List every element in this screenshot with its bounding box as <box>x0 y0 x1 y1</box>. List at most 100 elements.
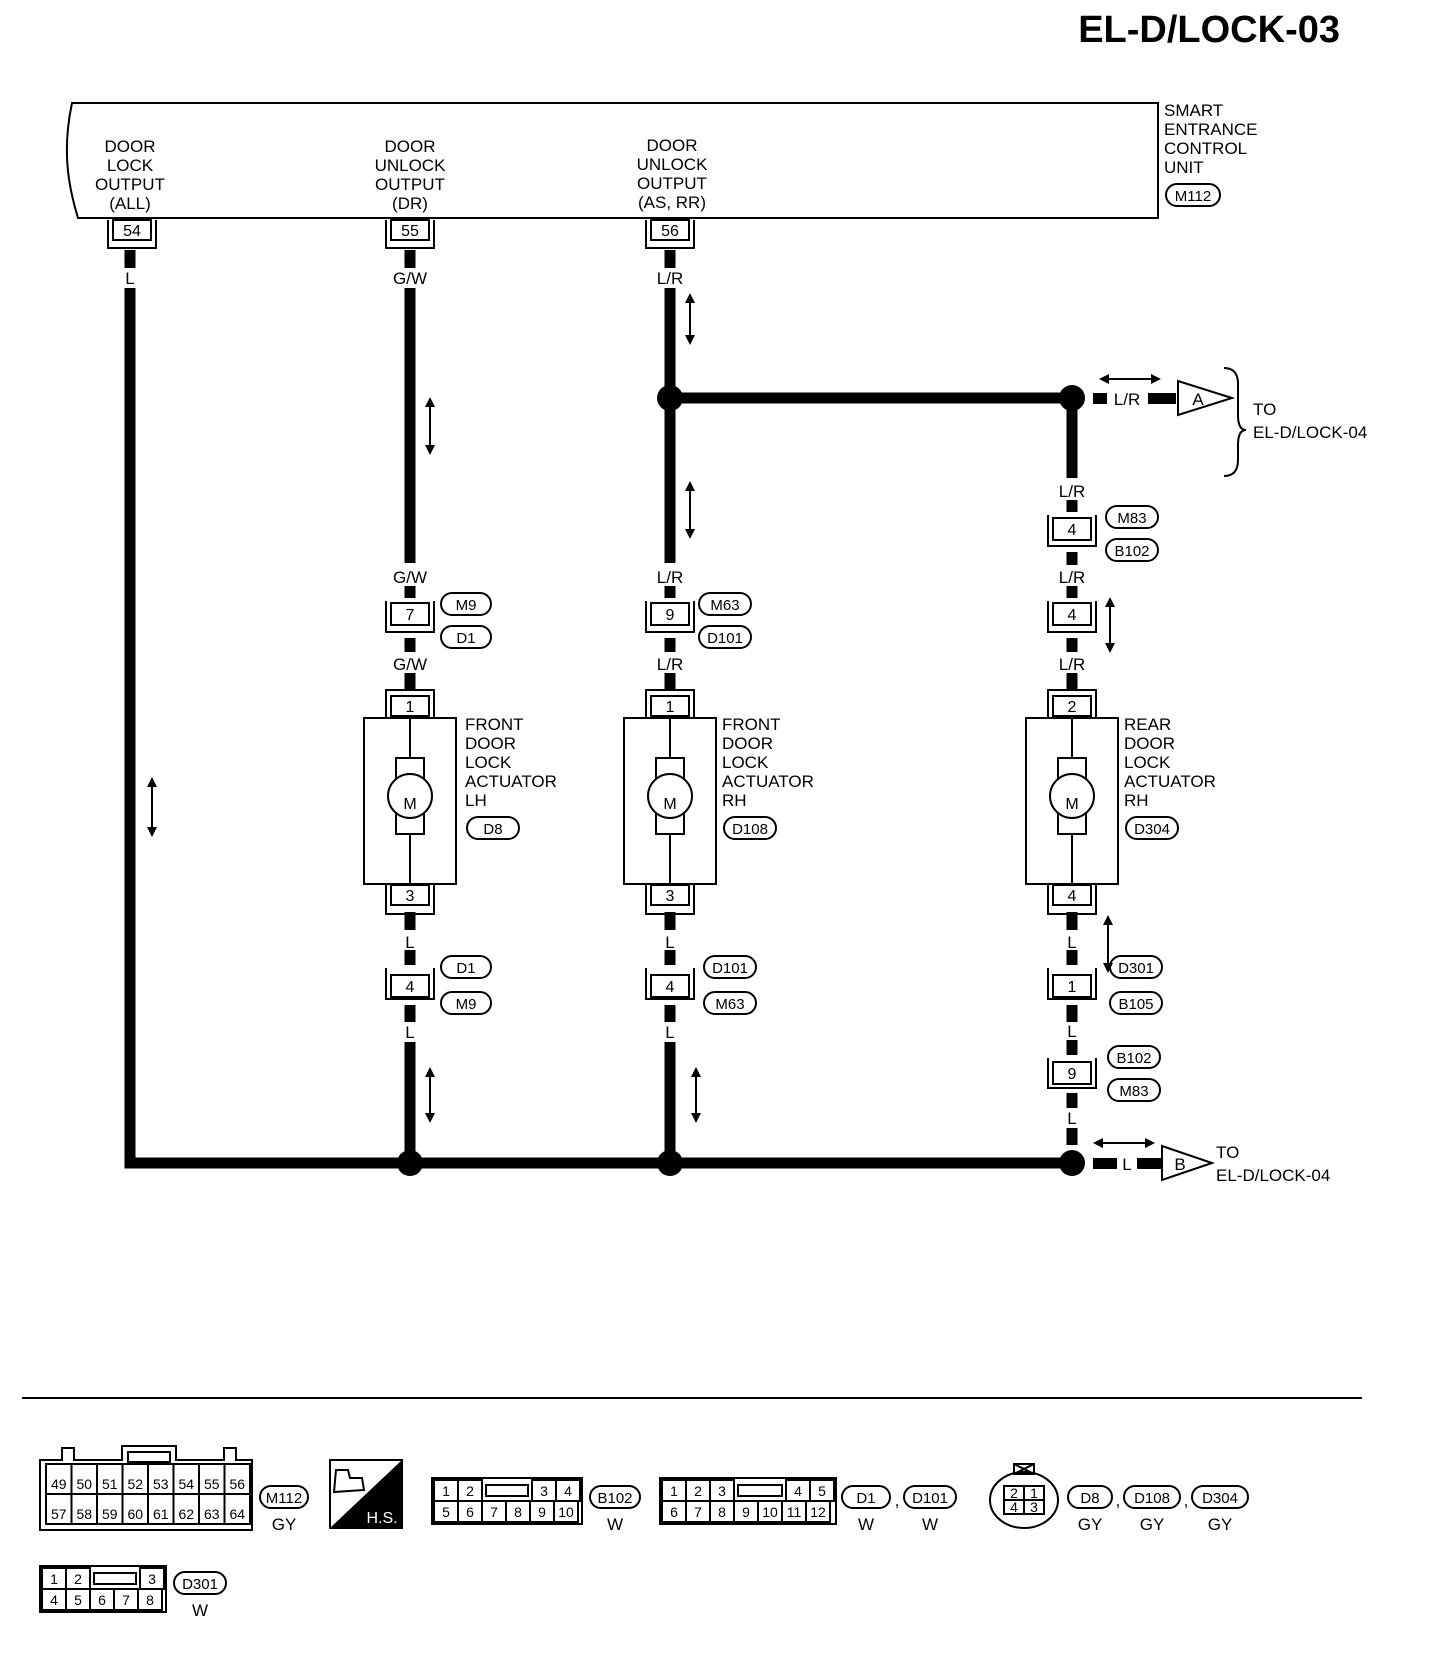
svg-text:CONTROL: CONTROL <box>1164 139 1247 158</box>
svg-text:W: W <box>922 1515 938 1534</box>
svg-text:,: , <box>895 1491 900 1510</box>
m112-cell-64 <box>223 1493 251 1525</box>
legend-d8: 2 1 4 3 D8 , D108 , D304 GY GY GY <box>989 1463 1249 1534</box>
svg-text:M: M <box>403 796 416 813</box>
svg-text:(ALL): (ALL) <box>109 194 151 213</box>
svg-text:L: L <box>1067 1022 1076 1041</box>
svg-text:D301: D301 <box>1118 960 1154 977</box>
svg-text:OUTPUT: OUTPUT <box>95 175 165 194</box>
d1-cell-12 <box>805 1500 831 1523</box>
junction-dots <box>397 385 1085 1176</box>
svg-text:L: L <box>665 1023 674 1042</box>
svg-text:DOOR: DOOR <box>465 734 516 753</box>
b102-key <box>485 1484 529 1497</box>
svg-text:,: , <box>1184 1491 1189 1510</box>
m112-pin-label: 55 <box>204 1476 220 1492</box>
svg-text:B102: B102 <box>1114 543 1149 560</box>
svg-text:M: M <box>663 796 676 813</box>
svg-text:2: 2 <box>1010 1485 1018 1501</box>
m112-pin-label: 52 <box>127 1476 143 1492</box>
svg-text:L/R: L/R <box>1059 655 1085 674</box>
svg-text:GY: GY <box>1208 1515 1233 1534</box>
b102-pin-label: 6 <box>466 1504 474 1520</box>
svg-text:H.S.: H.S. <box>366 1510 397 1527</box>
d1-pin-label: 1 <box>670 1483 678 1499</box>
d301-pin-label: 3 <box>148 1571 156 1587</box>
b102-pin-label: 3 <box>540 1483 548 1499</box>
control-unit-box <box>65 102 1159 219</box>
b102-pin-label: 10 <box>558 1504 574 1520</box>
b102-pin-label: 5 <box>442 1504 450 1520</box>
svg-text:DOOR: DOOR <box>722 734 773 753</box>
d1-pin-label: 12 <box>810 1504 826 1520</box>
b102-pin-label: 9 <box>538 1504 546 1520</box>
d1-pin-label: 6 <box>670 1504 678 1520</box>
svg-text:B: B <box>1174 1155 1185 1174</box>
svg-text:M63: M63 <box>710 597 739 614</box>
svg-text:4: 4 <box>1068 607 1077 624</box>
svg-text:LH: LH <box>465 791 487 810</box>
svg-text:M83: M83 <box>1119 1083 1148 1100</box>
svg-text:M: M <box>1065 796 1078 813</box>
svg-text:56: 56 <box>661 223 679 240</box>
svg-text:L/R: L/R <box>1059 482 1085 501</box>
d301-key <box>93 1572 137 1585</box>
svg-text:9: 9 <box>666 607 675 624</box>
d1-pin-label: 3 <box>718 1483 726 1499</box>
svg-text:LOCK: LOCK <box>107 156 154 175</box>
svg-text:L/R: L/R <box>657 655 683 674</box>
d1-key <box>737 1484 783 1497</box>
svg-text:GY: GY <box>1140 1515 1165 1534</box>
d301-pin-label: 6 <box>98 1592 106 1608</box>
svg-text:EL-D/LOCK-04: EL-D/LOCK-04 <box>1216 1166 1330 1185</box>
svg-text:DOOR: DOOR <box>1124 734 1175 753</box>
ref-b: L B TO EL-D/LOCK-04 <box>1122 1143 1330 1185</box>
legend-hs: H.S. <box>329 1459 403 1529</box>
svg-text:D101: D101 <box>712 960 748 977</box>
b102-pin-label: 2 <box>466 1483 474 1499</box>
svg-text:1: 1 <box>1030 1485 1038 1501</box>
svg-text:4: 4 <box>1010 1499 1018 1515</box>
svg-text:L: L <box>665 933 674 952</box>
d301-pin-label: 2 <box>74 1571 82 1587</box>
svg-text:DOOR: DOOR <box>647 136 698 155</box>
svg-text:OUTPUT: OUTPUT <box>375 175 445 194</box>
output-label-unlock-as-rr: DOOR UNLOCK OUTPUT (AS, RR) <box>637 136 709 212</box>
svg-text:L/R: L/R <box>1059 568 1085 587</box>
d1-pin-label: 8 <box>718 1504 726 1520</box>
m112-pin-label: 56 <box>229 1476 245 1492</box>
svg-text:GY: GY <box>272 1515 297 1534</box>
m112-cell-61 <box>147 1493 175 1525</box>
svg-text:D101: D101 <box>912 1490 948 1507</box>
svg-text:4: 4 <box>666 979 675 996</box>
d1-pin-label: 10 <box>762 1504 778 1520</box>
pin-55: 55 <box>385 219 435 249</box>
svg-text:UNLOCK: UNLOCK <box>637 155 709 174</box>
svg-text:7: 7 <box>406 607 415 624</box>
svg-text:9: 9 <box>1068 1066 1077 1083</box>
svg-text:L: L <box>1122 1155 1131 1174</box>
svg-text:L/R: L/R <box>657 568 683 587</box>
svg-text:M112: M112 <box>1175 188 1211 205</box>
svg-text:RH: RH <box>722 791 747 810</box>
m112-pin-label: 62 <box>178 1506 194 1522</box>
b102-pin-label: 1 <box>442 1483 450 1499</box>
svg-text:DOOR: DOOR <box>105 137 156 156</box>
pin-56: 56 <box>645 219 695 249</box>
svg-text:FRONT: FRONT <box>465 715 524 734</box>
m112-pin-label: 61 <box>153 1506 169 1522</box>
output-label-lock-all: DOOR LOCK OUTPUT (ALL) <box>95 137 165 213</box>
svg-text:55: 55 <box>401 223 419 240</box>
d301-pin-label: 8 <box>146 1592 154 1608</box>
d1-pin-label: 11 <box>787 1504 802 1520</box>
svg-text:4: 4 <box>406 979 415 996</box>
actuator-front-lh: G/W 7 M9 D1 G/W 1 M 3 FRONT DOOR LOCK AC… <box>363 568 557 1042</box>
svg-text:TO: TO <box>1253 400 1276 419</box>
svg-text:W: W <box>607 1515 623 1534</box>
m112-pin-label: 63 <box>204 1506 220 1522</box>
d301-pin-label: 5 <box>74 1592 82 1608</box>
svg-text:4: 4 <box>1068 522 1077 539</box>
